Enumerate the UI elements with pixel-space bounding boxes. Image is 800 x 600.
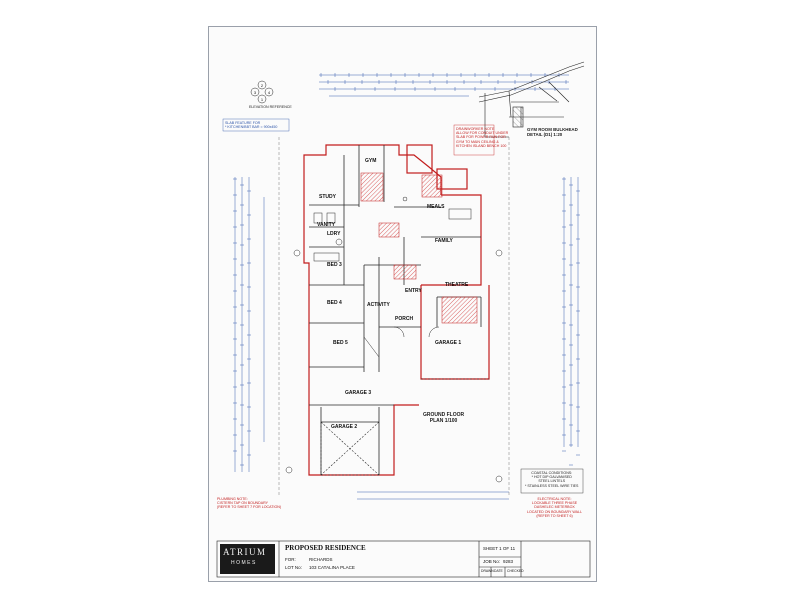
drawing-sheet: 2 3 4 1 ELEVATION REFERENCE SLAB FEATURE… [208,26,597,582]
coastal-conditions-note: COASTAL CONDITIONS: * HOT DIP GALVANISED… [525,471,579,488]
drawn-label: DRAWN [481,569,494,573]
room-garage1: GARAGE 1 [435,340,462,346]
room-garage3: GARAGE 3 [345,390,372,396]
title-block-frame [216,540,591,578]
room-garage2: GARAGE 2 [331,424,358,430]
drainworker-note-box [453,124,495,156]
coastal-note-box [520,468,584,494]
company-logo-panel [220,544,275,574]
room-theatre: THEATRE [445,282,469,288]
drainworker-note: DRAINWORKER NOTE ALLOW FOR CONDUIT UNDER… [456,127,509,148]
elevation-reference-symbol [250,80,274,104]
date-label: DATE [494,569,503,573]
plumbing-note: PLUMBING NOTE: CISTERN TAP ON BOUNDARY (… [217,497,282,510]
drawing-heading: PROPOSED RESIDENCE [285,544,366,552]
garage-openings [320,378,489,476]
company-tagline: HOMES [231,560,257,566]
job-label: JOB No: [483,559,501,564]
room-bed5: BED 5 [333,340,348,346]
floor-plan-drawing [216,61,591,578]
dimension-lines-top [319,74,569,97]
elevation-label-bottom: 1 [260,97,264,102]
grid-markers [285,249,503,483]
electrical-note: ELECTRICAL NOTE: LOCKABLE THREE PHASE DA… [527,497,582,518]
room-bed3: BED 3 [327,262,342,268]
room-porch: PORCH [395,316,414,322]
room-activity: ACTIVITY [367,302,390,308]
elevation-label-left: 3 [253,90,257,95]
for-label: FOR: [285,557,296,562]
sheet-number: SHEET 1 OF 11 [483,546,516,551]
slab-feature-note: SLAB FEATURE FOR * KITCHEN/BBT BAR = 900… [225,121,278,130]
elevation-label-right: 4 [267,90,271,95]
room-family: FAMILY [435,238,453,244]
gym-bulkhead-title: GYM ROOM BULKHEAD DETAIL (D1) 1:20 [527,127,578,137]
bulkhead-detail [478,61,585,138]
walls-red [303,144,490,476]
for-value: RICHARDS [309,557,333,562]
lot-value: 103 CATALINA PLACE [309,565,355,570]
plan-title: GROUND FLOOR PLAN 1/100 [423,412,465,424]
room-meals: MEALS [427,204,445,210]
room-study: STUDY [319,194,336,200]
boundary-lines [278,137,510,497]
job-value: 9283 [503,559,514,564]
company-name: ATRIUM [223,547,267,557]
checked-label: CHECKED [507,569,524,573]
dimension-lines-side [234,177,579,500]
hatched-areas [360,172,478,324]
room-ldry: LDRY [327,231,341,237]
fixtures [313,196,472,358]
room-bed4: BED 4 [327,300,342,306]
slab-note-box [222,118,290,132]
room-vanity: VANITY [317,222,335,228]
elevation-reference-caption: ELEVATION REFERENCE [249,105,292,109]
elevation-label-top: 2 [260,83,264,88]
lot-label: LOT No: [285,565,302,570]
room-gym: GYM [365,158,377,164]
room-entry: ENTRY [405,288,422,294]
